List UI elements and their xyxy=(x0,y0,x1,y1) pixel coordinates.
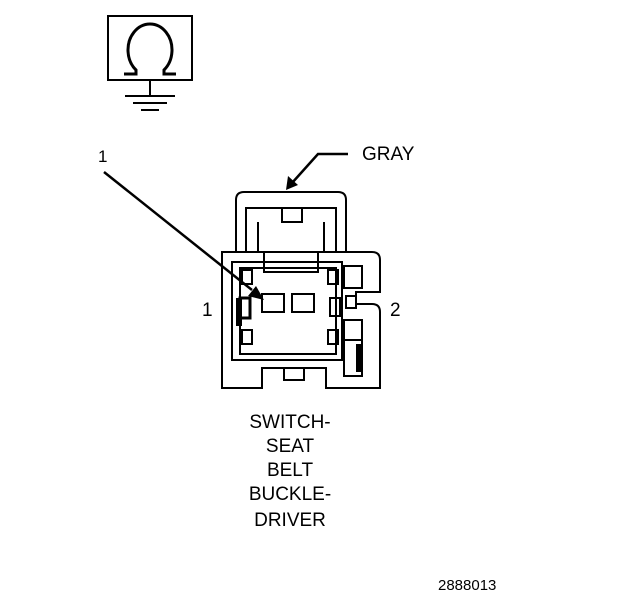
connector-fill-details xyxy=(236,298,362,372)
connector-body xyxy=(221,191,381,389)
callout-number: 1 xyxy=(98,147,107,166)
gray-leader xyxy=(286,152,348,190)
caption-line: SWITCH- xyxy=(249,412,330,433)
caption-line: BUCKLE- xyxy=(249,484,331,505)
pin-1-label: 1 xyxy=(202,300,213,321)
color-label: GRAY xyxy=(362,144,415,165)
caption-line: DRIVER xyxy=(254,510,326,531)
caption-line: BELT xyxy=(267,460,314,481)
ground-omega-icon xyxy=(107,15,193,111)
callout-arrow xyxy=(103,171,264,300)
pin-2-label: 2 xyxy=(390,300,401,321)
figure-id: 2888013 xyxy=(438,577,496,594)
connector-caption: SWITCH- SEAT BELT BUCKLE- DRIVER xyxy=(249,412,331,531)
caption-line: SEAT xyxy=(266,436,315,457)
